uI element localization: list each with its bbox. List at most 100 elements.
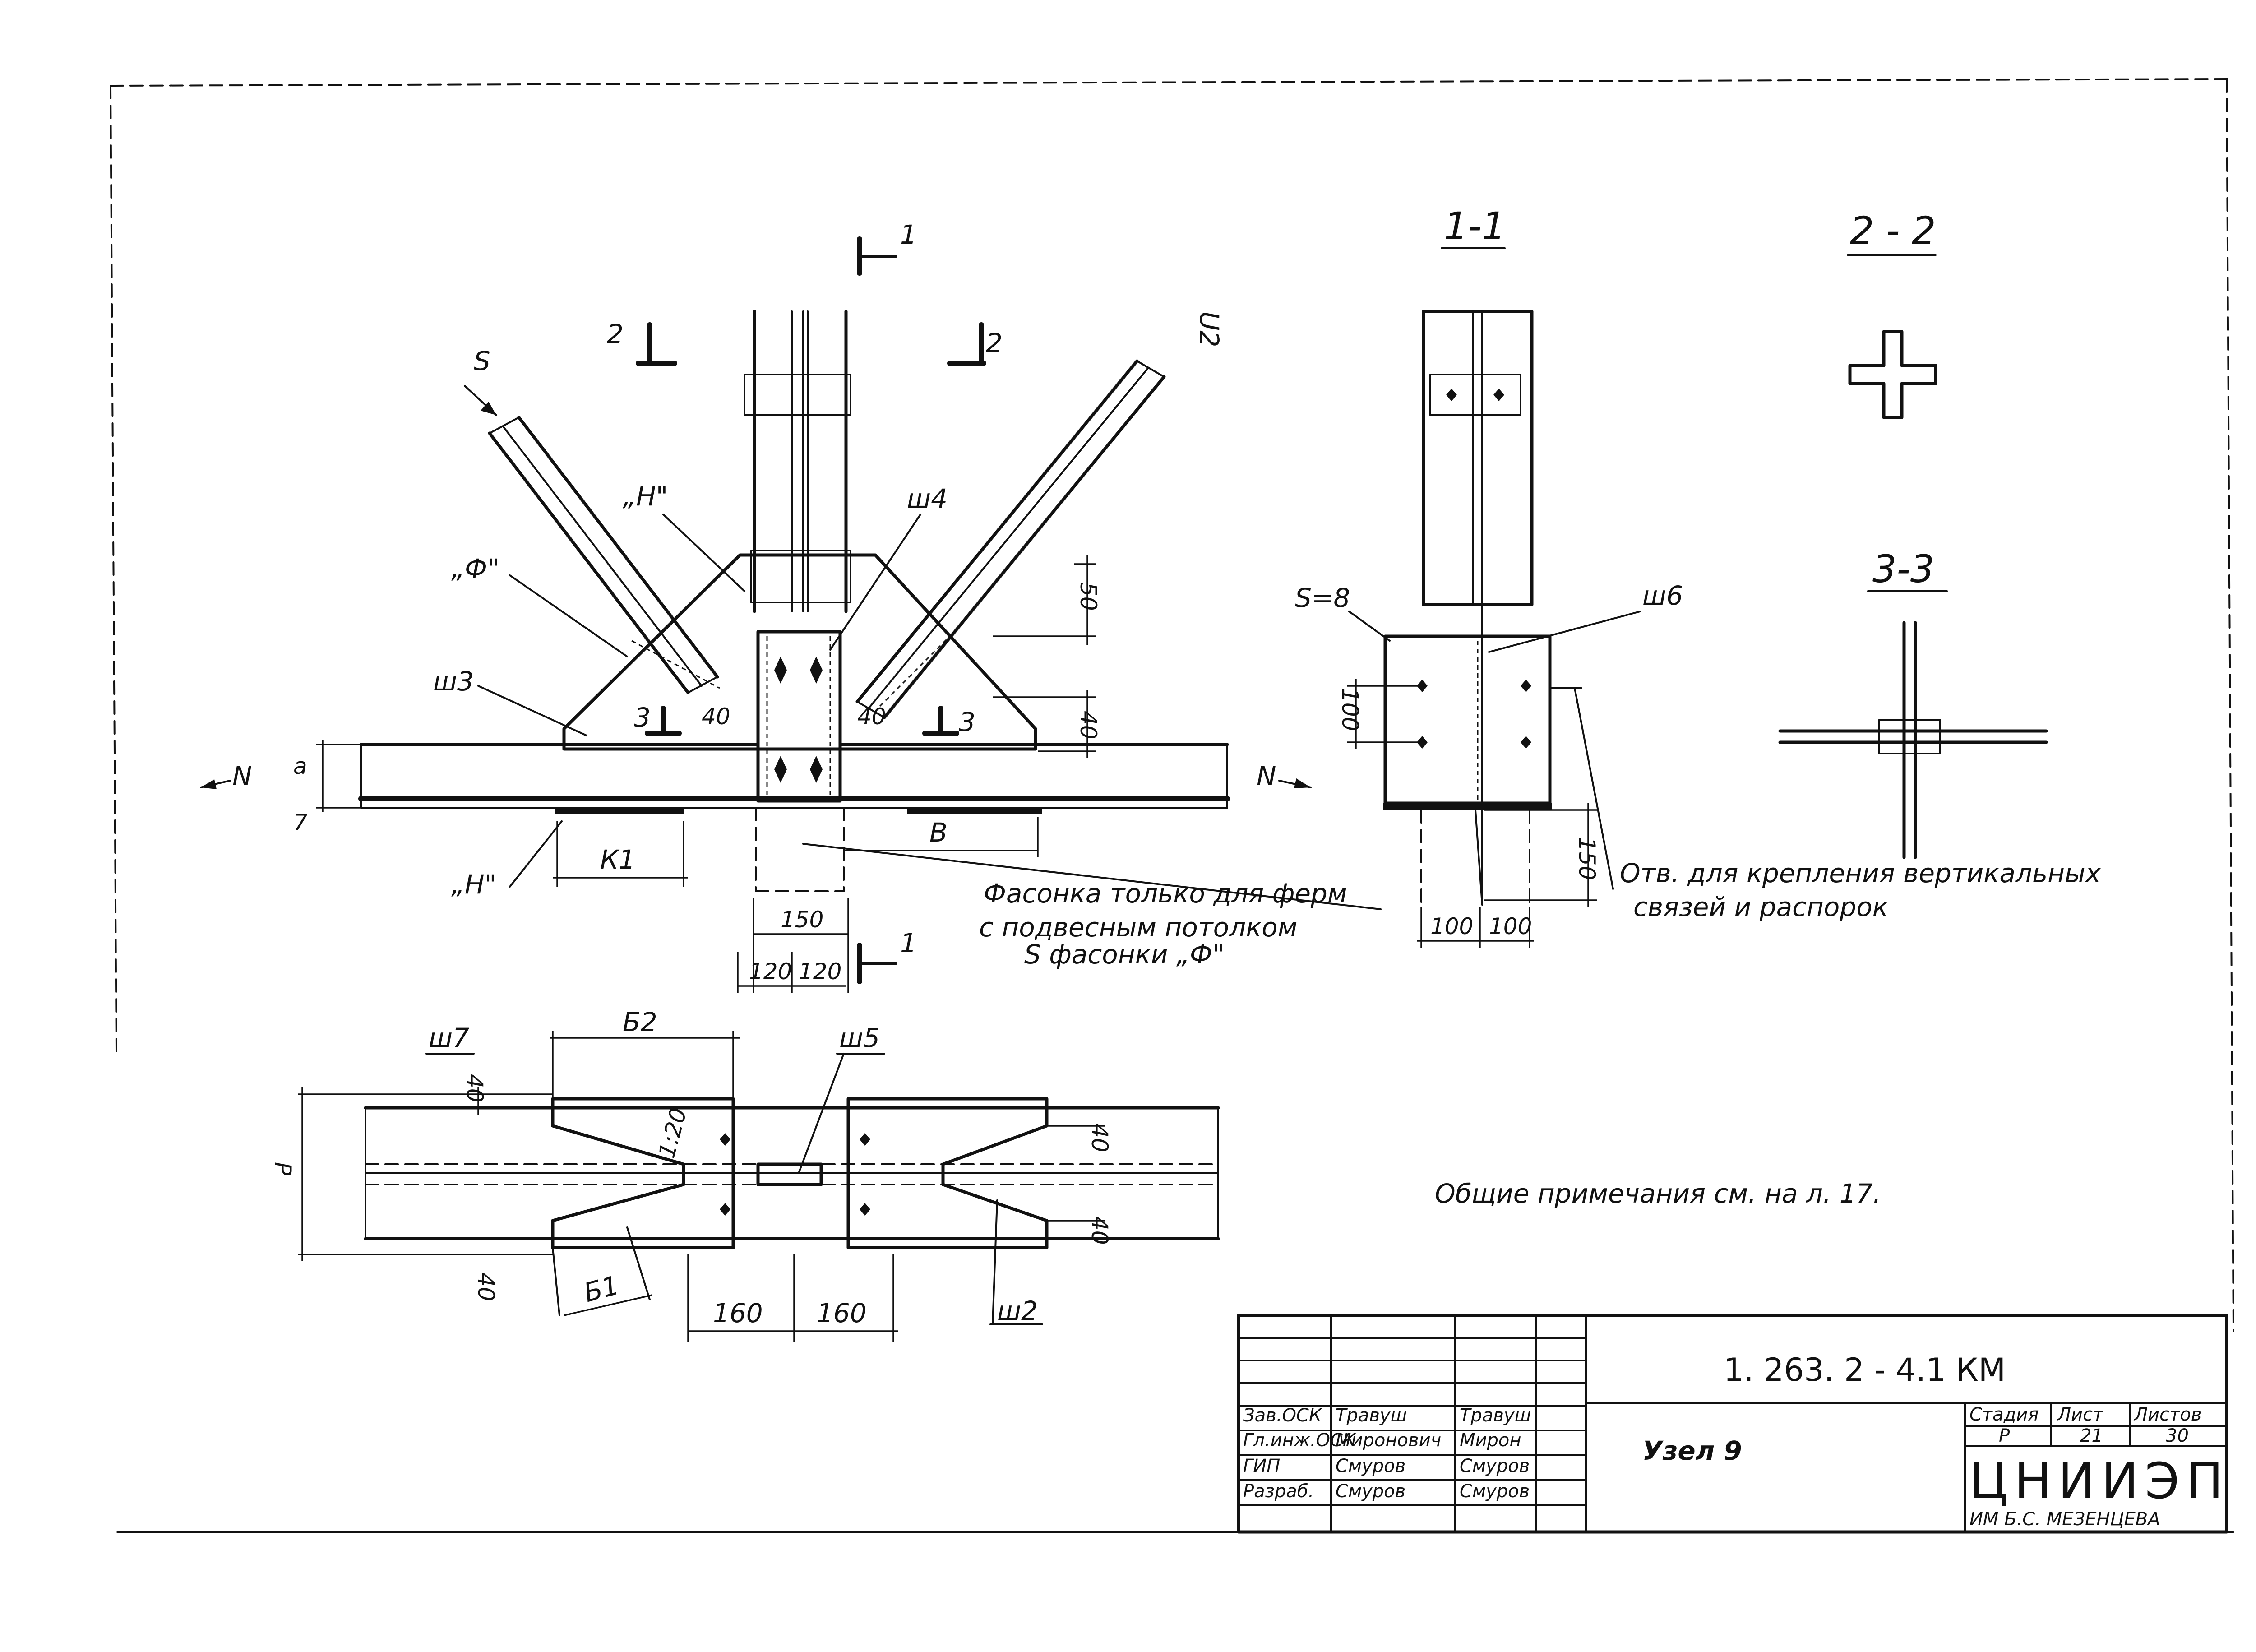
- org-subtitle: ИМ Б.С. МЕЗЕНЦЕВА: [1969, 1509, 2160, 1530]
- svg-text:S фасонки „Ф": S фасонки „Ф": [1024, 939, 1225, 970]
- stage-label: Стадия: [1969, 1404, 2039, 1425]
- name-4: Смуров: [1336, 1481, 1405, 1502]
- sheets-value: 30: [2166, 1425, 2189, 1446]
- weld-w4-label: ш4: [907, 483, 948, 514]
- svg-text:100: 100: [1337, 688, 1363, 731]
- dimension-a-and-7: а 7: [293, 740, 361, 836]
- dimension-b2: Б2: [550, 1007, 740, 1099]
- cross-profile-2-2: [1848, 330, 1937, 419]
- dimension-150-section: 150: [1484, 803, 1600, 907]
- svg-text:Б2: Б2: [623, 1007, 657, 1037]
- weld-w6-label: ш6: [1642, 580, 1683, 611]
- role-2: Гл.инж.ОСК: [1243, 1430, 1356, 1451]
- svg-text:40: 40: [1075, 711, 1101, 740]
- holes-note: Отв. для крепления вертикальных связей и…: [1549, 687, 2101, 922]
- svg-text:100: 100: [1489, 913, 1532, 939]
- node-name: Узел 9: [1642, 1435, 1742, 1466]
- svg-text:40: 40: [1086, 1124, 1113, 1152]
- lower-gusset-dashed: [755, 807, 845, 892]
- gusset-note: Фасонка только для ферм с подвесным пото…: [802, 843, 1382, 970]
- svg-text:40: 40: [473, 1273, 499, 1301]
- svg-text:3: 3: [634, 702, 651, 733]
- svg-text:7: 7: [293, 810, 308, 836]
- dimension-40-inner-right: 40: [857, 703, 886, 730]
- dimension-160-160: 160 160: [687, 1254, 898, 1342]
- svg-text:Б1: Б1: [581, 1270, 622, 1309]
- dimension-40-inner-left: 40: [702, 703, 730, 730]
- label-u2: U2: [1194, 311, 1225, 347]
- dimension-p: Р: [270, 1087, 303, 1261]
- center-plate: [756, 630, 842, 803]
- section-3-3: 3-3: [1778, 547, 2048, 859]
- cross-profile-3-3: [1778, 621, 2048, 859]
- sign-1: Травуш: [1460, 1405, 1531, 1426]
- weld-w3-label: ш3: [433, 666, 474, 697]
- name-1: Травуш: [1336, 1405, 1407, 1426]
- svg-text:связей и распорок: связей и распорок: [1633, 892, 1888, 922]
- svg-text:К1: К1: [600, 844, 635, 875]
- org-name: ЦНИИЭП: [1969, 1452, 2229, 1510]
- section-2-marker-left: 2: [607, 319, 677, 366]
- dimension-b: В: [844, 817, 1039, 857]
- left-diagonal: [488, 416, 720, 694]
- svg-text:40: 40: [462, 1074, 488, 1103]
- dimension-50: 50: [993, 555, 1101, 645]
- dimension-100-100: 100 100: [1417, 907, 1534, 948]
- dimension-k1: К1: [553, 821, 688, 887]
- force-n-right-arrow: N: [1257, 761, 1312, 791]
- dimension-100-vertical: 100: [1337, 679, 1426, 749]
- force-n-left-arrow: N: [200, 761, 252, 791]
- svg-text:120: 120: [799, 958, 841, 985]
- svg-text:160: 160: [713, 1298, 763, 1328]
- gusset-plate: [562, 553, 1037, 751]
- svg-text:N: N: [232, 761, 252, 791]
- label-h-top: „Н": [623, 481, 668, 512]
- sheet-value: 21: [2080, 1425, 2103, 1446]
- svg-text:100: 100: [1430, 913, 1473, 939]
- svg-text:150: 150: [781, 907, 823, 933]
- general-note: Общие примечания см. на л. 17.: [1435, 1178, 1881, 1209]
- svg-text:В: В: [929, 817, 948, 848]
- role-3: ГИП: [1243, 1456, 1280, 1476]
- dimension-40-plan-left: 40 40: [298, 1074, 553, 1301]
- section-1-marker-top: 1: [857, 219, 917, 276]
- svg-text:а: а: [293, 753, 307, 779]
- gusset-top-lug: [750, 550, 851, 603]
- sheet-label: Лист: [2057, 1404, 2104, 1425]
- section-1-1-title: 1-1: [1444, 204, 1506, 248]
- svg-text:1: 1: [900, 928, 917, 958]
- dimension-40-plan-right: 40 40: [1047, 1124, 1113, 1245]
- dimension-150-bottom: 150: [753, 898, 849, 993]
- svg-text:Р: Р: [270, 1162, 296, 1176]
- svg-text:150: 150: [1574, 837, 1600, 880]
- label-f: „Ф": [451, 553, 499, 584]
- svg-text:120: 120: [749, 958, 792, 985]
- sign-2: Мирон: [1460, 1430, 1521, 1451]
- stage-value: Р: [1999, 1425, 2010, 1446]
- vertical-post: [744, 310, 851, 613]
- svg-text:Отв. для крепления вертикальны: Отв. для крепления вертикальных: [1620, 858, 2101, 888]
- weld-w7-label: ш7: [429, 1023, 469, 1053]
- node-elevation-view: 1 1 2 2 3 3 S: [200, 219, 1382, 993]
- svg-text:2: 2: [607, 319, 624, 349]
- svg-text:N: N: [1257, 761, 1276, 791]
- section-1-marker-bottom: 1: [857, 928, 917, 984]
- document-code: 1. 263. 2 - 4.1 КМ: [1724, 1351, 2006, 1388]
- dimension-b1: Б1: [552, 1226, 652, 1316]
- svg-text:Фасонка только для ферм: Фасонка только для ферм: [984, 878, 1347, 909]
- slope-1-20: 1:20: [653, 1105, 692, 1161]
- svg-text:50: 50: [1075, 582, 1101, 611]
- name-2: Миронович: [1336, 1430, 1441, 1451]
- center-cross-plan: [756, 1162, 823, 1186]
- right-diagonal: [855, 359, 1166, 719]
- svg-text:40: 40: [1086, 1216, 1113, 1245]
- svg-text:с подвесным потолком: с подвесным потолком: [979, 912, 1298, 943]
- label-h-bottom: „Н": [451, 869, 496, 900]
- svg-text:S: S: [474, 346, 490, 376]
- svg-text:3: 3: [959, 707, 975, 737]
- dimension-120-120: 120 120: [737, 952, 846, 993]
- section-2-2-title: 2 - 2: [1850, 208, 1936, 253]
- sign-3: Смуров: [1460, 1456, 1530, 1476]
- force-s-arrow: S: [464, 346, 497, 416]
